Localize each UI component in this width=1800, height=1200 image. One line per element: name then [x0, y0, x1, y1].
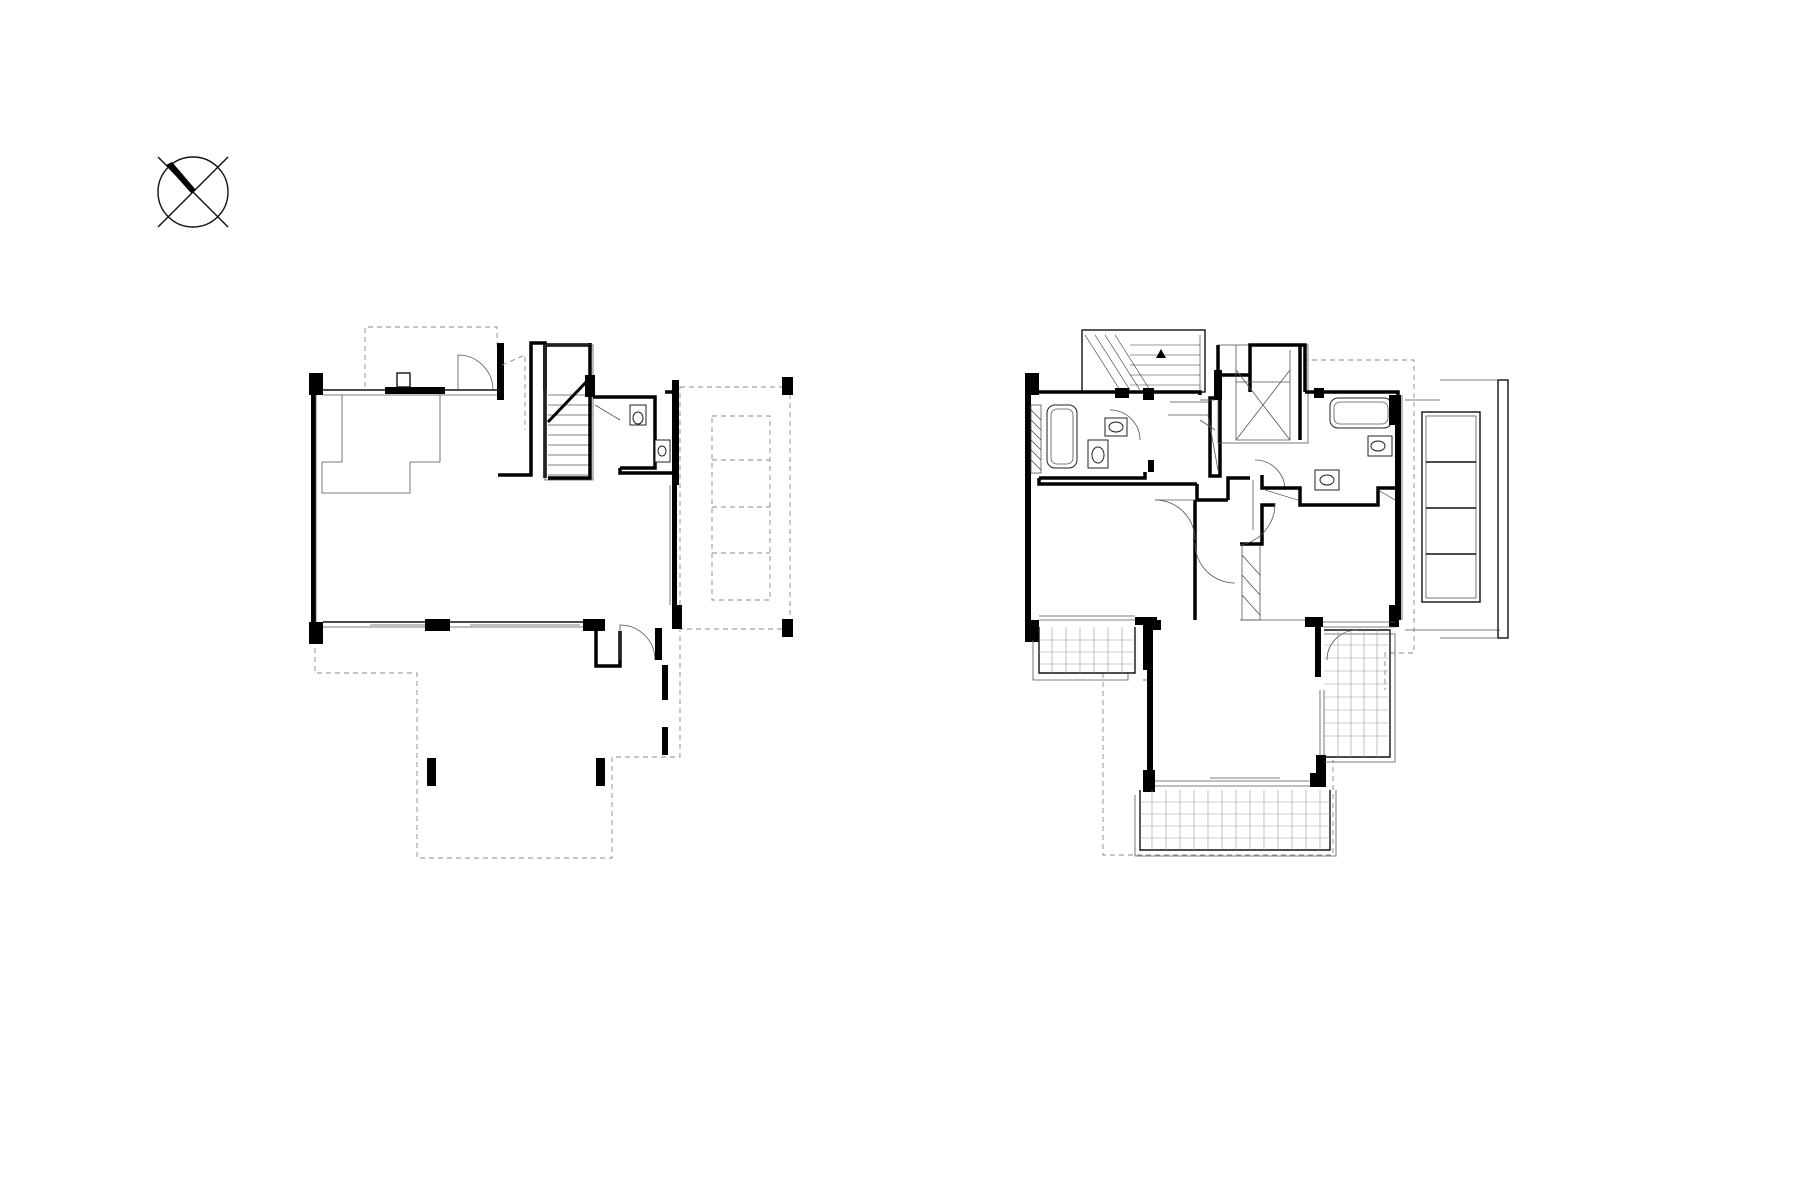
column	[309, 622, 323, 644]
carport-outline	[679, 386, 791, 630]
column	[1143, 770, 1155, 792]
wall-west	[311, 392, 316, 622]
column	[1305, 617, 1323, 627]
stair-upper	[1217, 344, 1309, 444]
wall-east	[1395, 395, 1401, 620]
column	[782, 377, 793, 395]
east-balcony-rail	[1497, 379, 1509, 639]
solar-panel	[1421, 411, 1481, 603]
stair-cut-line	[546, 376, 592, 424]
terrace-south	[1134, 790, 1337, 857]
bathtub-2	[1329, 397, 1393, 429]
column	[1316, 755, 1326, 775]
column	[596, 758, 605, 786]
terrace-east	[1324, 629, 1396, 763]
bath-2-walls	[1305, 390, 1400, 395]
front-terrace-outline	[314, 630, 681, 859]
north-arrow-icon	[157, 156, 229, 228]
column	[427, 758, 436, 786]
kitchen-counter	[321, 395, 441, 494]
upper-floor-plan	[1025, 329, 1509, 857]
column	[782, 619, 793, 637]
column	[1310, 773, 1326, 787]
column	[1389, 605, 1399, 627]
stair-treads	[548, 394, 590, 476]
ground-floor-plan	[309, 326, 793, 859]
side-door-swing	[619, 624, 656, 661]
column	[309, 373, 323, 395]
wc-walls	[593, 395, 657, 470]
terrace-west	[1032, 627, 1136, 681]
entry-door-swing	[457, 354, 494, 391]
parking-bay	[711, 415, 771, 601]
entry-canopy-outline	[364, 326, 498, 387]
column	[1389, 395, 1399, 425]
entry-roof-hatch	[1081, 329, 1206, 393]
bathtub	[1046, 404, 1078, 469]
bath-1-walls	[1039, 390, 1202, 395]
lower-roof-outline	[1299, 345, 1415, 690]
stair-walls	[1235, 345, 1291, 441]
wall-west	[1025, 373, 1039, 395]
wall-east	[672, 485, 677, 605]
column	[1025, 620, 1039, 642]
